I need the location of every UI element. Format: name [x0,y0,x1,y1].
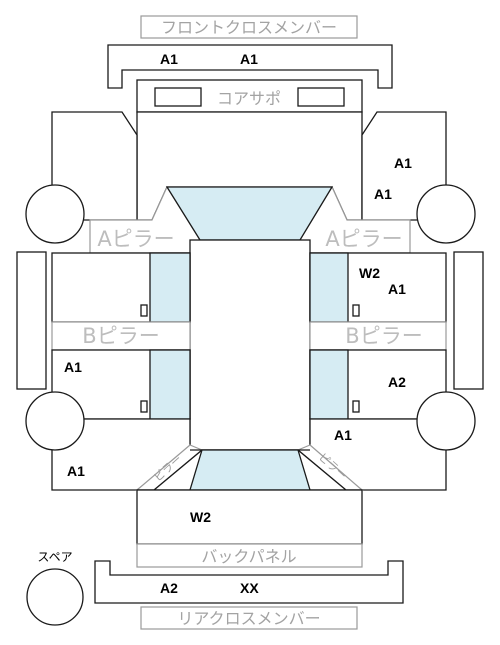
code-right-front-door-a: A1 [388,281,406,297]
rear-cross-member-label: リアクロスメンバー [177,609,320,628]
back-panel-label: バックパネル [201,547,296,566]
front-right-wheel[interactable] [416,184,476,244]
code-right-rear-door: A2 [388,374,406,390]
rear-right-wheel[interactable] [416,391,476,451]
right-front-handle [352,304,360,317]
headlight-left [154,87,202,107]
rear-cross-member[interactable] [94,560,404,604]
code-trunk: W2 [190,509,211,525]
code-right-fender-upper: A1 [394,155,412,171]
code-rear-member-right: XX [240,580,259,596]
right-rocker-panel[interactable] [453,251,484,390]
code-left-quarter: A1 [67,463,85,479]
b-pillar-left-label: Bピラー [82,324,159,348]
right-front-window[interactable] [309,252,349,323]
code-rear-member-left: A2 [160,580,178,596]
front-cross-member-box [140,15,358,39]
left-rear-handle [140,400,148,413]
b-pillar-right-label: Bピラー [345,324,422,348]
left-rear-window[interactable] [149,349,191,420]
roof[interactable] [189,239,311,451]
a-pillar-right-label: Aピラー [325,227,402,251]
trunk-lid[interactable] [136,489,363,545]
rear-left-wheel[interactable] [25,391,85,451]
code-front-member-right: A1 [240,51,258,67]
back-panel[interactable] [136,543,363,568]
code-left-rear-door: A1 [64,359,82,375]
front-left-wheel[interactable] [25,184,85,244]
b-pillar-right[interactable] [309,321,447,351]
code-right-quarter: A1 [334,427,352,443]
left-front-handle [140,304,148,317]
front-cross-member[interactable] [107,44,393,89]
left-rocker-panel[interactable] [16,251,47,390]
b-pillar-left[interactable] [51,321,191,351]
front-cross-member-label: フロントクロスメンバー [161,18,337,37]
spare-tire[interactable] [26,568,84,626]
rear-outline [137,449,362,491]
left-front-window[interactable] [149,252,191,323]
spare-label: スペア [37,550,72,564]
headlight-right [297,87,345,107]
rear-window[interactable] [189,449,311,491]
a-pillar-left-label: Aピラー [97,227,174,251]
right-rear-handle [352,400,360,413]
core-support-label: コアサポ [217,89,281,108]
code-right-fender-lower: A1 [374,186,392,202]
code-right-front-door-w: W2 [359,265,380,281]
right-rear-window[interactable] [309,349,349,420]
rear-cross-member-box [140,606,358,630]
code-front-member-left: A1 [160,51,178,67]
